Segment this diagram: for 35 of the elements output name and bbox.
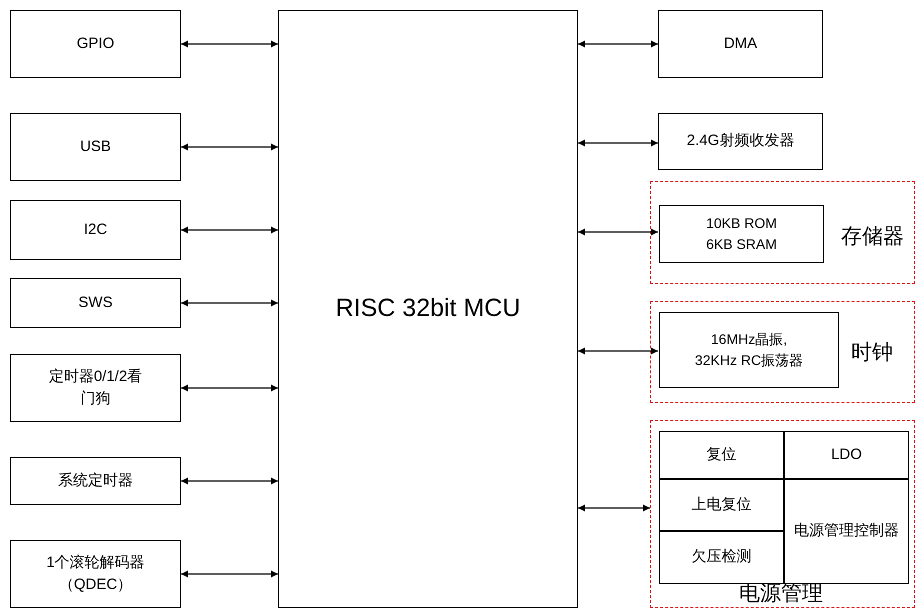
double-arrow xyxy=(578,40,658,48)
group-label: 电源管理 xyxy=(739,581,823,607)
module-box: DMA xyxy=(658,10,823,78)
double-arrow xyxy=(181,144,278,150)
module-box: 2.4G射频收发器 xyxy=(658,113,823,170)
double-arrow xyxy=(578,504,650,512)
processor-block: RISC 32bit MCU xyxy=(278,10,578,608)
module-box: USB xyxy=(10,113,181,181)
module-box: 上电复位 xyxy=(659,479,784,531)
dashed-group-frame xyxy=(650,420,915,608)
module-box: 复位 xyxy=(659,431,784,479)
module-box: 定时器0/1/2看门狗 xyxy=(10,354,181,422)
double-arrow xyxy=(181,300,278,306)
module-box: 系统定时器 xyxy=(10,457,181,505)
module-box: LDO xyxy=(784,431,909,479)
module-box: 10KB ROM 6KB SRAM xyxy=(659,205,824,263)
dashed-group-frame xyxy=(650,301,915,403)
double-arrow xyxy=(181,570,278,578)
double-arrow xyxy=(181,478,278,484)
module-box: 电源管理控制器 xyxy=(784,479,909,584)
module-box: 1个滚轮解码器（QDEC） xyxy=(10,540,181,608)
group-label: 存储器 xyxy=(841,224,904,250)
double-arrow xyxy=(181,384,278,392)
group-label: 时钟 xyxy=(851,340,893,366)
module-box: I2C xyxy=(10,200,181,260)
module-box: 欠压检测 xyxy=(659,531,784,584)
double-arrow xyxy=(578,228,658,236)
double-arrow xyxy=(181,40,278,48)
double-arrow xyxy=(181,226,278,234)
dashed-group-frame xyxy=(650,181,915,284)
double-arrow xyxy=(578,348,658,354)
module-box: 16MHz晶振, 32KHz RC振荡器 xyxy=(659,312,839,388)
double-arrow xyxy=(578,140,658,146)
module-box: SWS xyxy=(10,278,181,328)
module-box: GPIO xyxy=(10,10,181,78)
